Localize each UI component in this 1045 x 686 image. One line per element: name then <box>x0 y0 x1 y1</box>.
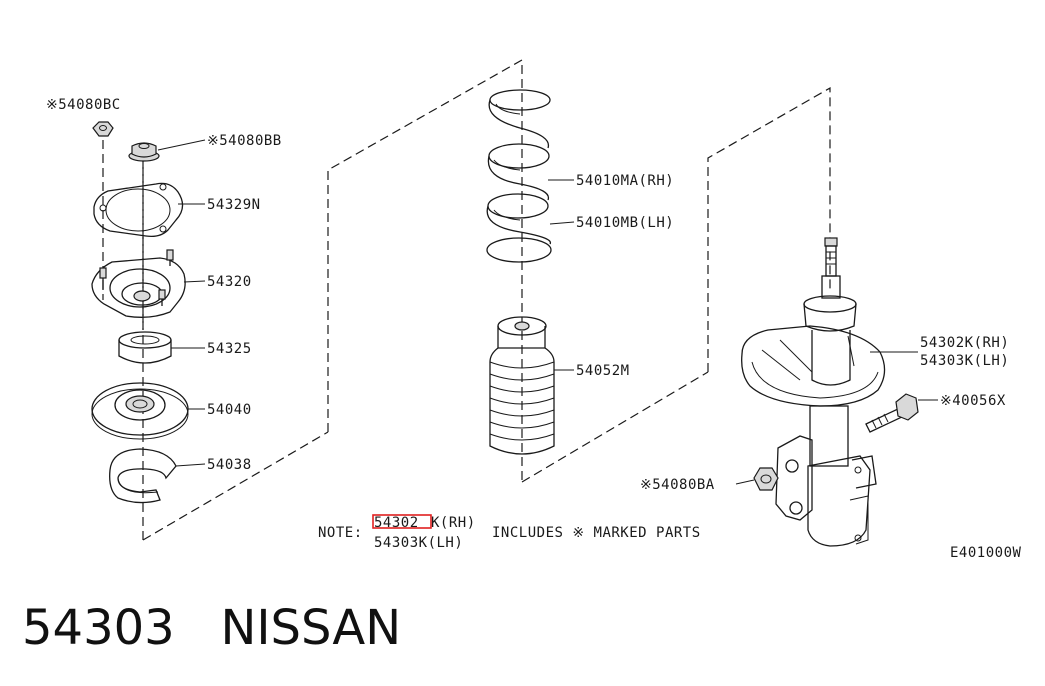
note-line1-suffix: K(RH) <box>431 515 476 531</box>
gasket-54329n <box>93 182 184 238</box>
note-includes: INCLUDES ※ MARKED PARTS <box>492 525 701 541</box>
highlight-box <box>372 514 432 529</box>
label-54325: 54325 <box>207 341 252 357</box>
note-prefix: NOTE: <box>318 525 363 541</box>
label-40056x: ※40056X <box>940 393 1006 409</box>
bump-stop-54052m <box>489 316 555 455</box>
bearing-54325 <box>118 331 172 364</box>
caption-brand: NISSAN <box>220 600 402 656</box>
part-labels: ※54080BC ※54080BB 54329N 54320 54325 540… <box>46 97 1022 561</box>
label-54040: 54040 <box>207 402 252 418</box>
spring-seat-54040 <box>91 382 189 440</box>
nut-54080bb <box>128 142 160 162</box>
label-54080ba: ※54080BA <box>640 477 715 493</box>
rubber-seat-54038 <box>109 448 177 504</box>
label-54303k: 54303K(LH) <box>920 353 1009 369</box>
label-54010mb: 54010MB(LH) <box>576 215 674 231</box>
bolt-40056x <box>865 393 919 433</box>
label-54080bb: ※54080BB <box>207 133 282 149</box>
nut-54080bc <box>92 121 114 137</box>
note-line2: 54303K(LH) <box>374 535 463 551</box>
label-54320: 54320 <box>207 274 252 290</box>
mount-54320 <box>91 249 186 318</box>
label-54038: 54038 <box>207 457 252 473</box>
label-54080bc: ※54080BC <box>46 97 121 113</box>
note-highlight-part: 54302 <box>374 515 419 531</box>
diagram-code: E401000W <box>950 545 1022 561</box>
note-block: NOTE: 54302 K(RH) 54303K(LH) INCLUDES ※ … <box>318 514 701 551</box>
label-54052m: 54052M <box>576 363 630 379</box>
strut-assembly-54302k <box>741 237 886 547</box>
dashed-frames <box>102 58 831 541</box>
caption: 54303 NISSAN <box>22 598 401 658</box>
coil-spring-54010m <box>486 89 552 263</box>
label-54302k: 54302K(RH) <box>920 335 1009 351</box>
nut-54080ba <box>753 467 779 491</box>
label-54010ma: 54010MA(RH) <box>576 173 674 189</box>
leader-lines <box>157 139 938 485</box>
exploded-parts-diagram: ※54080BC ※54080BB 54329N 54320 54325 540… <box>46 58 1022 561</box>
caption-part-number: 54303 <box>22 600 175 656</box>
label-54329n: 54329N <box>207 197 261 213</box>
